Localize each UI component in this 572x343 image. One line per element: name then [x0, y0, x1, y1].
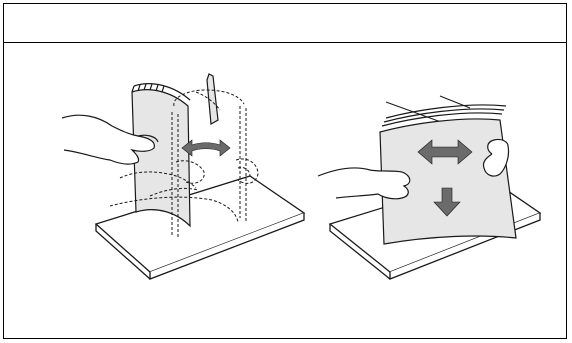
panel-flex-stack [61, 73, 306, 280]
paper-stack-right [379, 104, 517, 245]
bidirectional-arrow-right [417, 139, 473, 165]
tray-left [94, 175, 306, 280]
paper-stack-left [131, 73, 219, 228]
hand-right-lower [317, 167, 411, 200]
down-arrow [433, 187, 461, 217]
panel-fan-stack [317, 95, 542, 280]
header-bar [3, 3, 567, 43]
hand-left-1 [61, 114, 159, 165]
bidirectional-arrow-left [181, 139, 231, 157]
hand-right-upper [482, 138, 510, 177]
motion-outline-left [109, 89, 259, 238]
